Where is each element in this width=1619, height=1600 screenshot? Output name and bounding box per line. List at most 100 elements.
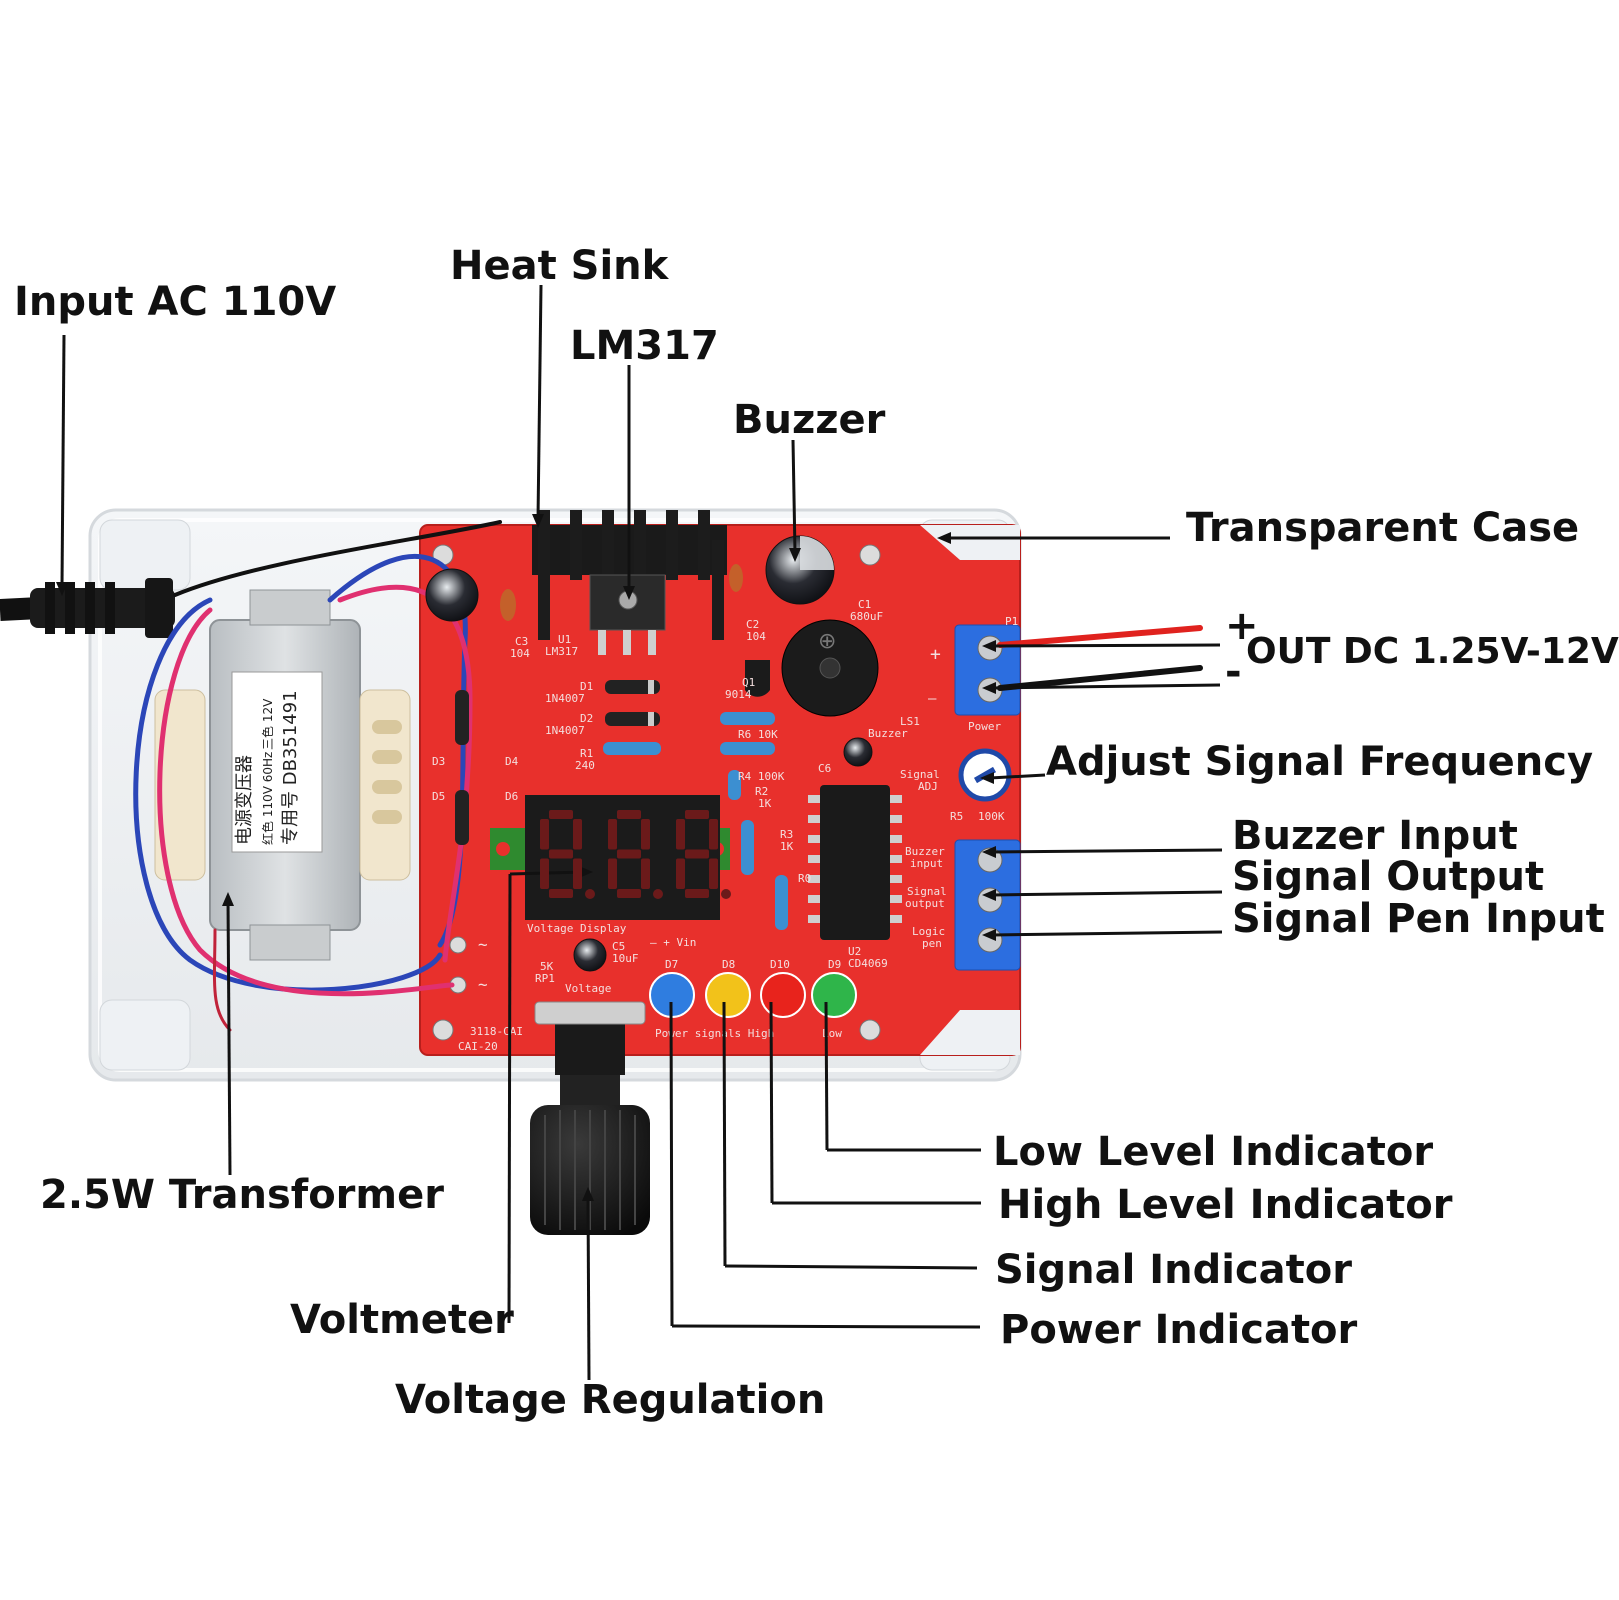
silk-logic-pen2: pen	[922, 937, 942, 950]
silk-board-id: 3118-CAI	[470, 1025, 523, 1038]
silk-r4: R4 100K	[738, 770, 785, 783]
silk-logic-pen: Logic	[912, 925, 945, 938]
label-adjust-frequency: Adjust Signal Frequency	[1046, 739, 1594, 785]
silk-r5-val: 100K	[978, 810, 1005, 823]
silk-d1: D1	[580, 680, 593, 693]
label-out-plus: +	[1225, 603, 1259, 649]
silk-r2: R2	[755, 785, 768, 798]
voltage-knob	[530, 1001, 650, 1235]
label-out-minus: -	[1225, 649, 1242, 695]
label-input-ac: Input AC 110V	[14, 279, 337, 325]
label-voltmeter: Voltmeter	[290, 1297, 514, 1343]
silk-u2: U2	[848, 945, 861, 958]
transformer-label-line4: 专用号 DB351491	[280, 690, 301, 845]
output-terminal-block	[954, 624, 1021, 716]
label-power-indicator: Power Indicator	[1000, 1307, 1358, 1353]
silk-board-id2: CAI-20	[458, 1040, 498, 1053]
led-signal	[705, 972, 751, 1018]
silk-d2: D2	[580, 712, 593, 725]
silk-r3-val: 1K	[780, 840, 794, 853]
resistors	[603, 712, 788, 930]
silk-buzzer-in2: input	[910, 857, 943, 870]
silk-plus-mark: +	[930, 644, 941, 665]
leader-arrowheads	[56, 514, 996, 1201]
silk-tilde-2: ~	[478, 975, 488, 994]
silk-signal-adj2: ADJ	[918, 780, 938, 793]
capacitor-c3	[500, 589, 516, 621]
silk-buzzer-in: Buzzer	[905, 845, 945, 858]
label-transformer: 2.5W Transformer	[40, 1172, 444, 1218]
silk-d5: D5	[432, 790, 445, 803]
silk-c2: C2	[746, 618, 759, 631]
silk-u1: U1	[558, 633, 571, 646]
silk-ls1-name: Buzzer	[868, 727, 908, 740]
capacitor-c6	[843, 737, 873, 767]
silk-rp1-name: RP1	[535, 972, 555, 985]
silk-u2-part: CD4069	[848, 957, 888, 970]
silk-c6: C6	[818, 762, 831, 775]
silk-c5: C5	[612, 940, 625, 953]
transformer-label-line3: 三色 12V	[261, 698, 275, 750]
silk-signal-adj: Signal	[900, 768, 940, 781]
silk-c3: C3	[515, 635, 528, 648]
transformer-wires	[133, 520, 502, 1032]
silk-signal-out: Signal	[907, 885, 947, 898]
label-high-level: High Level Indicator	[998, 1182, 1453, 1228]
silk-d9: D9	[828, 958, 841, 971]
silk-minus-mark: —	[928, 691, 937, 707]
potentiometer-r5	[958, 748, 1012, 802]
transformer-body	[154, 589, 411, 961]
silk-d4: D4	[505, 755, 519, 768]
silk-d1-part: 1N4007	[545, 692, 585, 705]
label-low-level: Low Level Indicator	[993, 1129, 1434, 1175]
silk-voltage-display: Voltage Display	[527, 922, 627, 935]
silk-r6: R6 10K	[738, 728, 778, 741]
silk-r0: R0	[798, 872, 811, 885]
silk-d3: D3	[432, 755, 445, 768]
silk-power-signals-high: Power signals High	[655, 1027, 774, 1040]
silk-tilde-1: ~	[478, 935, 488, 954]
silk-c5-val: 10uF	[612, 952, 639, 965]
transformer-label-line2: 红色 110V 60Hz	[260, 752, 275, 845]
silk-vin: — + Vin	[650, 936, 696, 949]
silk-r5: R5	[950, 810, 963, 823]
silk-q1-part: 9014	[725, 688, 752, 701]
silk-r2-val: 1K	[758, 797, 772, 810]
silk-c1: C1	[858, 598, 871, 611]
label-buzzer: Buzzer	[733, 397, 886, 443]
transformer-label-line1: 电源变压器	[234, 755, 255, 845]
silk-r1-val: 240	[575, 759, 595, 772]
silk-r3: R3	[780, 828, 793, 841]
silk-ls1: LS1	[900, 715, 920, 728]
silk-d7: D7	[665, 958, 678, 971]
output-wires	[997, 625, 1203, 691]
silk-r1: R1	[580, 747, 593, 760]
transistor-q1	[745, 660, 770, 697]
voltmeter-display	[490, 795, 730, 920]
silk-rp1: 5K	[540, 960, 554, 973]
capacitor-c1	[765, 535, 835, 605]
silk-p1: P1	[1005, 615, 1018, 628]
led-low	[811, 972, 857, 1018]
silk-power: Power	[968, 720, 1001, 733]
label-out-dc: OUT DC 1.25V-12V	[1246, 631, 1619, 672]
capacitor-c2	[729, 564, 743, 592]
diodes	[455, 680, 660, 845]
silk-q1: Q1	[742, 676, 755, 689]
silk-d2-part: 1N4007	[545, 724, 585, 737]
silk-d6: D6	[505, 790, 518, 803]
label-voltage-regulation: Voltage Regulation	[395, 1377, 826, 1423]
silk-d8: D8	[722, 958, 735, 971]
buzzer-component: ⊕	[781, 619, 879, 717]
silk-signal-out2: output	[905, 897, 945, 910]
label-signal-output: Signal Output	[1232, 854, 1545, 900]
svg-text:⊕: ⊕	[818, 629, 836, 654]
label-signal-indicator: Signal Indicator	[995, 1247, 1352, 1293]
silk-c1-val: 680uF	[850, 610, 883, 623]
capacitor-c5	[573, 938, 607, 972]
capacitor-left	[425, 568, 479, 622]
silk-u1-part: LM317	[545, 645, 578, 658]
ac-power-cable	[0, 578, 175, 638]
silk-c3-val: 104	[510, 647, 530, 660]
